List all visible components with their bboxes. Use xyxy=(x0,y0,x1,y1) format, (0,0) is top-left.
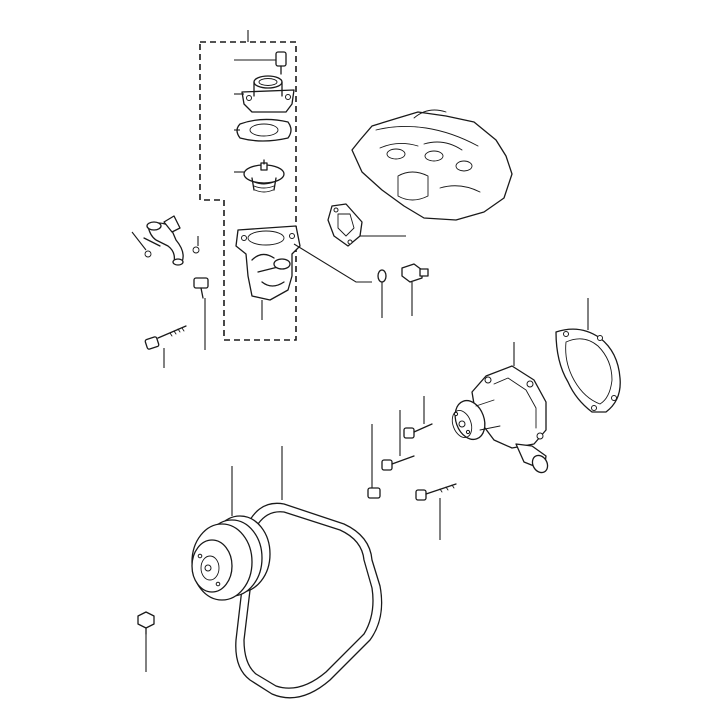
bypass-pipe xyxy=(143,215,184,266)
thermostat-assembly-group-box xyxy=(199,41,297,341)
pump-bolt xyxy=(381,410,415,471)
long-bolt xyxy=(144,325,187,368)
thermostat xyxy=(234,159,285,193)
housing-leader xyxy=(293,243,372,283)
washer xyxy=(377,269,387,318)
temperature-sender xyxy=(401,263,429,316)
thermostat-housing xyxy=(235,225,301,320)
housing-bolt xyxy=(193,277,209,350)
pump-bolt xyxy=(415,483,457,540)
o-ring xyxy=(131,231,200,258)
fan-pulley xyxy=(191,466,271,601)
drain-plug xyxy=(137,611,155,672)
water-pump-gasket xyxy=(555,298,621,413)
water-pump xyxy=(451,342,549,474)
cylinder-head xyxy=(351,109,513,221)
pump-bolt xyxy=(403,396,433,439)
housing-gasket xyxy=(327,203,406,247)
thermostat-gasket xyxy=(234,118,292,142)
v-belt xyxy=(235,446,383,699)
thermostat-cover xyxy=(234,75,295,113)
pump-bolt xyxy=(367,424,381,499)
thermostat-cover-bolt xyxy=(234,51,287,75)
